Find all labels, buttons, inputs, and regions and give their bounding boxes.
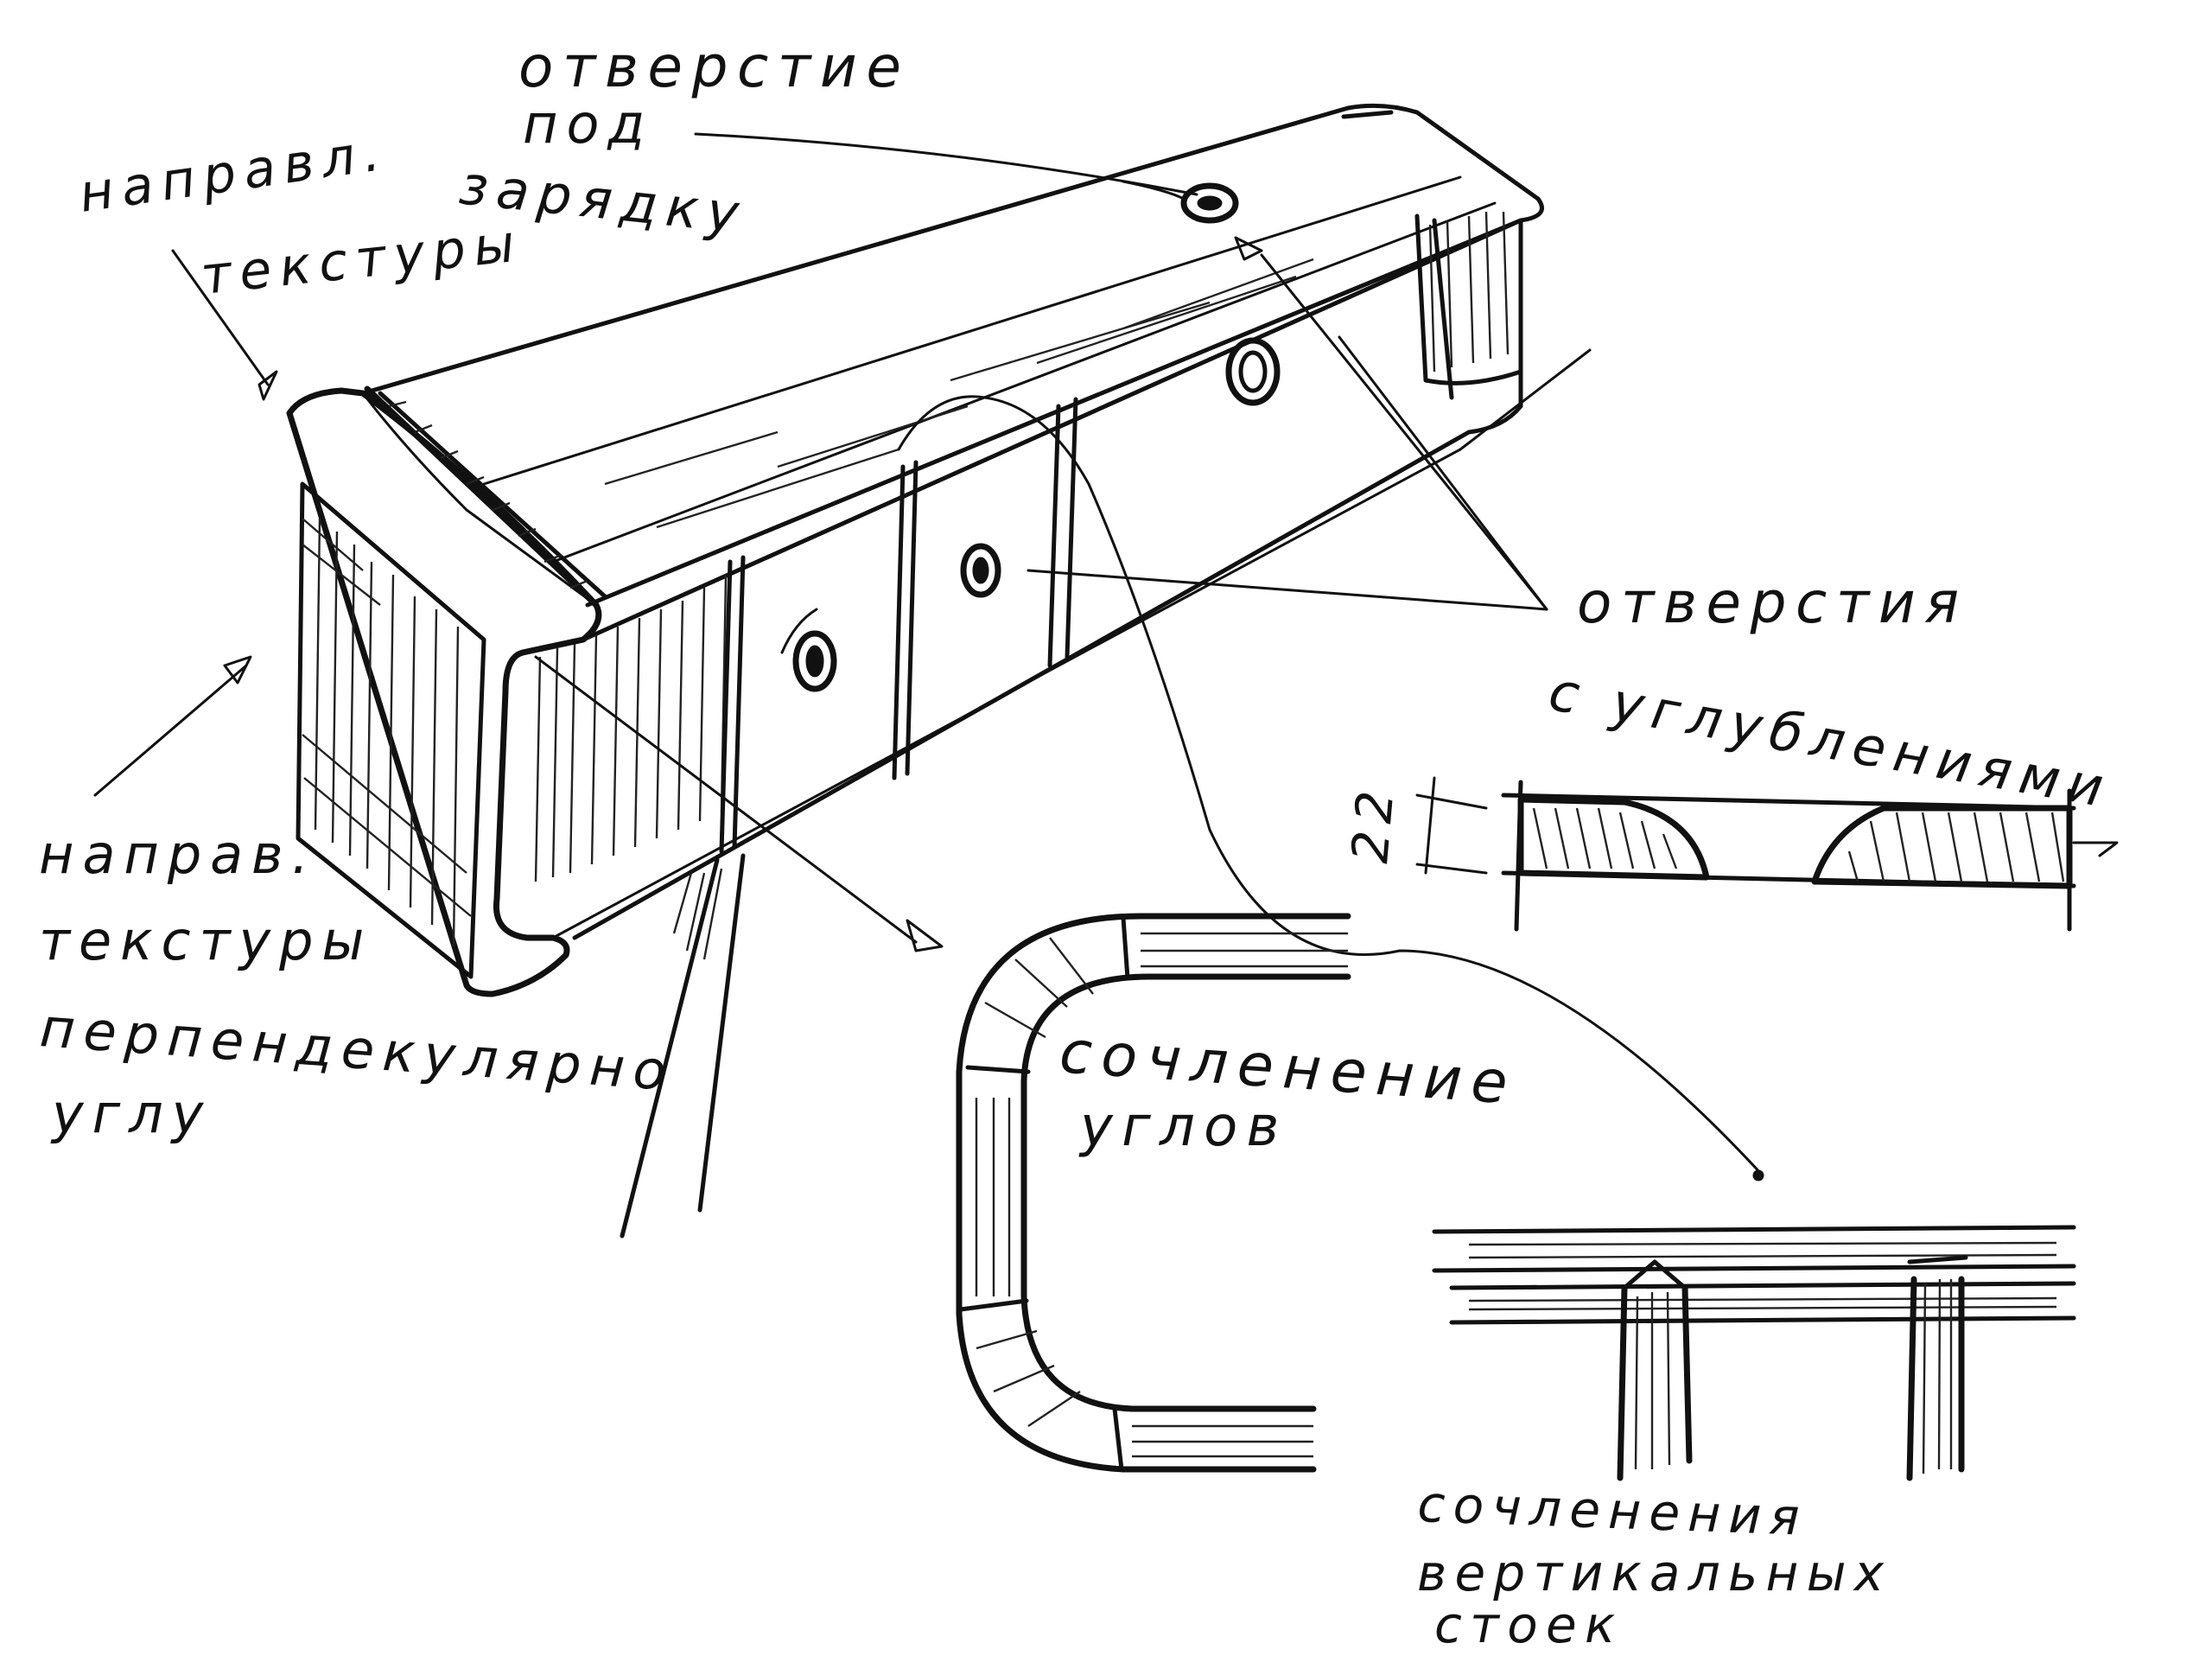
hole-recess-2 bbox=[960, 543, 1001, 598]
svg-text:текстуры: текстуры bbox=[198, 213, 525, 307]
svg-text:углу: углу bbox=[50, 1082, 212, 1145]
svg-text:стоек: стоек bbox=[1434, 1595, 1623, 1654]
svg-text:под: под bbox=[523, 92, 653, 156]
hole-recess-3 bbox=[1225, 337, 1281, 406]
charger-hole bbox=[1122, 180, 1239, 224]
svg-text:углов: углов bbox=[1078, 1095, 1287, 1159]
svg-text:отверстия: отверстия bbox=[1577, 570, 1968, 636]
annotation-corner-joint: сочленение углов bbox=[1058, 1018, 1519, 1159]
vertical-posts-joint-detail bbox=[1432, 1225, 2076, 1481]
svg-text:вертикальных: вертикальных bbox=[1417, 1544, 1891, 1602]
dimension-label: 22 bbox=[1340, 780, 1406, 865]
corner-joint-detail bbox=[956, 913, 1351, 1473]
annotation-holes-with-recess: отверстия с углублениями bbox=[1544, 570, 2116, 820]
svg-text:направ.: направ. bbox=[39, 823, 317, 886]
recess-section-detail: 22 bbox=[1340, 776, 2119, 932]
svg-text:сочленения: сочленения bbox=[1417, 1474, 1808, 1547]
main-box-drawing bbox=[286, 103, 1764, 1239]
svg-text:отверстие: отверстие bbox=[518, 34, 911, 100]
hole-recess-1 bbox=[780, 608, 837, 692]
annotation-grain-perpendicular: направ. текстуры перпендекулярно углу bbox=[38, 823, 677, 1145]
leader-lines bbox=[93, 132, 1764, 1181]
svg-text:текстуры: текстуры bbox=[39, 909, 372, 972]
svg-text:направл.: направл. bbox=[75, 121, 391, 224]
annotation-vertical-posts-joint: сочленения вертикальных стоек bbox=[1417, 1474, 1891, 1654]
annotation-hole-for-charger: отверстие под зарядку bbox=[456, 34, 911, 246]
